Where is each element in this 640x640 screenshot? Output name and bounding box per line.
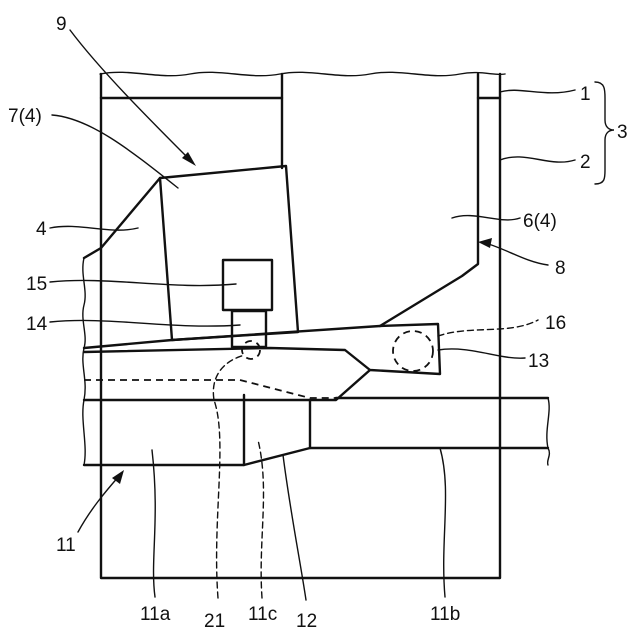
label-15: 15 [26,274,47,295]
label-11b: 11b [430,604,460,625]
label-7: 7(4) [8,106,42,127]
label-8: 8 [555,258,566,279]
leader-11b [440,448,446,597]
pivot-16-circle [393,331,433,371]
label-14: 14 [26,314,48,335]
label-11: 11 [56,535,76,556]
leader-13 [438,349,525,358]
leader-2 [500,157,575,162]
label-1: 1 [580,84,591,105]
leader-21 [213,355,245,598]
leader-9-arrow [70,30,192,162]
leader-1 [500,90,575,93]
leader-16 [438,320,538,336]
leader-6 [452,216,520,220]
leader-4 [50,226,138,230]
rail-left-break [83,348,85,465]
leader-14 [50,320,240,326]
top-break-line [100,72,505,75]
inner-wall-8 [380,74,478,326]
label-21: 21 [204,611,225,632]
label-2: 2 [580,152,591,173]
hidden-outline [84,380,340,398]
rail-11-top [84,370,370,400]
outer-frame [101,74,500,578]
leader-15 [50,280,236,285]
leader-lines [50,30,614,600]
block-7 [160,166,298,340]
label-12: 12 [296,611,317,632]
leader-7 [52,115,178,188]
label-6: 6(4) [523,211,557,232]
label-11a: 11a [140,604,171,625]
label-11c: 11c [248,604,277,625]
leader-11c [258,440,263,598]
leader-11-arrow [78,475,120,532]
leader-11a [152,450,155,597]
rail-right-break [547,398,550,465]
label-13: 13 [528,351,549,372]
bracket-plate [84,324,440,374]
left-wall-4 [84,178,160,258]
label-16: 16 [545,313,566,334]
label-4: 4 [36,219,47,240]
leader-8-arrow [482,242,548,265]
label-3: 3 [617,122,628,143]
sensor-21-circle [242,341,260,359]
left-break-line [83,258,85,348]
label-9: 9 [56,14,67,35]
